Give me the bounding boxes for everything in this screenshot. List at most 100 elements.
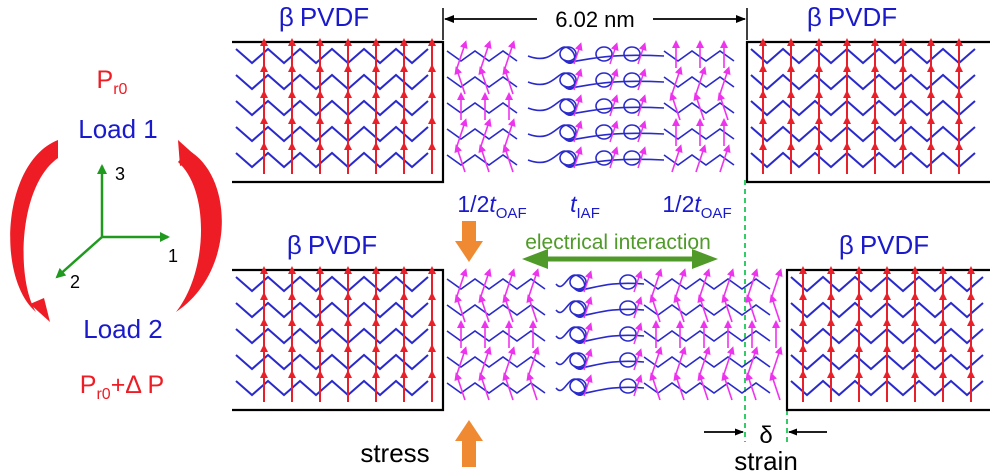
interface-dipole-arrow: [721, 372, 733, 401]
interface-dipole-arrow: [723, 268, 735, 297]
interface-dipole-arrow: [478, 66, 490, 95]
interface-dipole-arrow: [637, 120, 647, 143]
interface-dipole-arrow: [526, 372, 538, 401]
outer-layer-label-left: 1/2tOAF: [457, 191, 526, 222]
polymer-chain: [446, 356, 546, 368]
load1-label: Load 1: [78, 114, 158, 144]
amorphous-chain-loop: [595, 150, 613, 166]
interface-dipole-arrow: [456, 118, 468, 147]
interface-dipole-arrow: [669, 92, 681, 121]
interface-dipole-arrow: [504, 346, 516, 375]
amorphous-chain-loop: [595, 124, 613, 140]
interface-dipole-arrow: [609, 94, 619, 117]
pr0-label: Pr0: [97, 66, 128, 98]
interface-dipole-arrow: [583, 348, 593, 371]
interface-dipole-arrow: [649, 372, 661, 401]
top-outline: [232, 40, 990, 184]
amorphous-chain-loop: [555, 326, 645, 344]
interface-dipole-arrow: [637, 68, 647, 91]
interface-dipole-arrow: [573, 68, 583, 91]
interface-dipole-arrow: [693, 92, 705, 121]
interface-dipole-arrow: [480, 346, 492, 375]
interface-dipole-arrow: [699, 346, 711, 375]
axis-3-label: 3: [115, 164, 125, 184]
interface-dipole-arrow: [723, 346, 735, 375]
amorphous-chain-loop: [569, 300, 587, 316]
interface-dipole-arrow: [573, 94, 583, 117]
interface-dipole-arrow: [649, 294, 661, 323]
amorphous-chain-loop: [559, 72, 577, 88]
coordinate-axes: 1 2 3: [55, 164, 178, 292]
strain-label: strain: [734, 446, 798, 475]
stress-label: stress: [360, 438, 429, 468]
interface-dipole-arrow: [454, 372, 466, 401]
interface-dipole-arrow: [502, 144, 514, 173]
interface-dipole-arrow: [671, 144, 683, 173]
bottom-loops: [555, 270, 645, 397]
bottom-chains: [235, 275, 984, 397]
polymer-chain: [235, 275, 429, 293]
amorphous-chain-loop: [619, 326, 637, 342]
interface-dipole-arrow: [673, 372, 685, 401]
interface-dipole-arrow: [745, 372, 757, 401]
interface-dipole-arrow: [573, 146, 583, 169]
top-loops: [527, 42, 665, 169]
strain-indicator: δ strain: [704, 422, 827, 475]
amorphous-chain-loop: [527, 124, 665, 142]
polymer-chain: [446, 304, 546, 316]
interface-dipole-arrow: [502, 294, 514, 323]
interface-dipole-arrow: [583, 374, 593, 397]
interface-dipole-arrow: [478, 144, 490, 173]
polymer-chain: [235, 73, 429, 91]
top-dipoles: [260, 38, 963, 174]
interface-dipole-arrow: [673, 294, 685, 323]
polymer-chain: [643, 278, 771, 290]
delta-symbol: δ: [759, 422, 772, 449]
polymer-chain: [643, 330, 771, 342]
inner-layer-label: tIAF: [570, 191, 600, 222]
dimension-label: 6.02 nm: [555, 7, 635, 32]
polymer-chain: [446, 128, 518, 140]
interface-dipole-arrow: [769, 294, 781, 323]
interface-dipole-arrow: [456, 268, 468, 297]
interface-dipole-arrow: [633, 374, 643, 397]
polymer-chain: [446, 278, 546, 290]
amorphous-chain-loop: [569, 378, 587, 394]
polymer-chain: [446, 330, 546, 342]
amorphous-chain-loop: [555, 378, 645, 396]
amorphous-chain-loop: [623, 98, 641, 114]
axis-1-label: 1: [168, 246, 178, 266]
interface-dipole-arrow: [769, 372, 781, 401]
interface-dipole-arrow: [456, 40, 468, 69]
electrical-interaction-annotation: electrical interaction: [522, 231, 718, 269]
interface-dipole-arrow: [771, 268, 783, 297]
polymer-chain: [750, 73, 976, 91]
electrical-interaction-label: electrical interaction: [525, 231, 711, 254]
interface-dipole-arrow: [651, 346, 663, 375]
amorphous-chain-loop: [619, 352, 637, 368]
amorphous-chain-loop: [623, 150, 641, 166]
amorphous-chain-loop: [595, 98, 613, 114]
polymer-chain: [750, 99, 976, 117]
interface-dipole-arrow: [721, 294, 733, 323]
interface-dipole-arrow: [609, 120, 619, 143]
interface-dipole-arrow: [609, 146, 619, 169]
axis-2-label: 2: [70, 272, 80, 292]
interface-dipole-arrow: [454, 144, 466, 173]
interface-dipole-arrow: [637, 94, 647, 117]
polymer-chain: [750, 125, 976, 143]
polymer-chain: [235, 379, 429, 397]
amorphous-chain-loop: [623, 124, 641, 140]
interface-dipole-arrow: [480, 118, 492, 147]
interface-dipole-arrow: [526, 294, 538, 323]
interface-dipole-arrow: [675, 346, 687, 375]
interface-dipole-arrow: [747, 268, 759, 297]
interface-dipole-arrow: [454, 294, 466, 323]
interface-dipole-arrow: [675, 268, 687, 297]
